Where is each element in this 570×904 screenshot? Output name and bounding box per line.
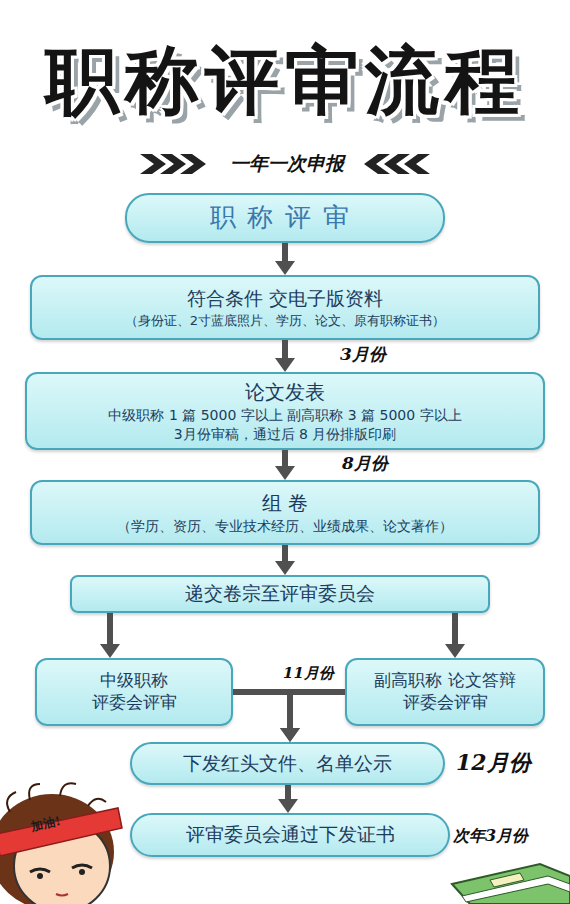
- node-heading: 中级职称 评委会评审: [85, 670, 184, 715]
- flow-arrow: [285, 785, 291, 799]
- chevrons-right: [364, 154, 430, 174]
- month-note: 12月份: [456, 748, 531, 778]
- process-box: 中级职称 评委会评审: [35, 658, 233, 726]
- subtitle: 一年一次申报: [212, 151, 362, 177]
- hair-strands: [7, 783, 106, 812]
- chevron: [384, 154, 410, 174]
- node-heading: 符合条件 交电子版资料: [187, 286, 383, 312]
- edge-label: 11月份: [283, 664, 334, 683]
- process-box: 论文发表中级职称 1 篇 5000 字以上 副高职称 3 篇 5000 字以上 …: [25, 372, 545, 450]
- chevron: [364, 154, 390, 174]
- chevrons-left: [140, 154, 206, 174]
- node-heading: 递交卷宗至评审委员会: [185, 581, 375, 607]
- flow-arrow: [290, 692, 345, 728]
- chevron: [160, 154, 186, 174]
- flow-arrow: [107, 613, 113, 644]
- flow-arrow: [282, 340, 288, 358]
- process-box: 组 卷（学历、资历、专业技术经历、业绩成果、论文著作）: [30, 480, 540, 545]
- edge-label: 8月份: [342, 452, 388, 475]
- mouth: [56, 894, 68, 896]
- month-note: 次年3月份: [453, 826, 528, 847]
- node-heading: 副高职称 论文答辩 评委会评审: [363, 670, 528, 715]
- cartoon-girl: [0, 783, 122, 904]
- process-box: 符合条件 交电子版资料（身份证、2寸蓝底照片、学历、论文、原有职称证书）: [30, 275, 540, 340]
- diagram-title: 职称评审流程: [0, 40, 570, 121]
- edge-label: 3月份: [340, 343, 386, 366]
- flow-arrow: [233, 692, 290, 728]
- node-body: 中级职称 1 篇 5000 字以上 副高职称 3 篇 5000 字以上 3月份审…: [90, 406, 480, 444]
- start-pill: 职称评审: [125, 193, 445, 243]
- chevron: [404, 154, 430, 174]
- flow-arrow: [282, 243, 288, 261]
- process-box: 副高职称 论文答辩 评委会评审: [345, 658, 545, 726]
- node-heading: 下发红头文件、名单公示: [183, 751, 392, 777]
- node-heading: 评审委员会通过下发证书: [186, 822, 395, 848]
- process-box: 递交卷宗至评审委员会: [70, 575, 490, 613]
- flow-arrow: [282, 450, 288, 466]
- headband: [0, 808, 122, 856]
- book-label: [490, 873, 524, 887]
- book-cover: [452, 864, 570, 904]
- node-heading: 论文发表: [245, 379, 325, 406]
- result-pill: 评审委员会通过下发证书: [130, 813, 450, 857]
- flow-arrow: [452, 613, 458, 644]
- flow-arrow: [282, 545, 288, 561]
- pupil: [79, 869, 85, 875]
- node-body: （身份证、2寸蓝底照片、学历、论文、原有职称证书）: [125, 312, 445, 330]
- node-body: （学历、资历、专业技术经历、业绩成果、论文著作）: [117, 517, 453, 535]
- chevron: [180, 154, 206, 174]
- node-heading: 职称评审: [210, 200, 361, 235]
- node-heading: 组 卷: [262, 490, 308, 517]
- result-pill: 下发红头文件、名单公示: [130, 742, 445, 785]
- book: [452, 864, 570, 904]
- chevron: [140, 154, 166, 174]
- pupil: [37, 873, 43, 879]
